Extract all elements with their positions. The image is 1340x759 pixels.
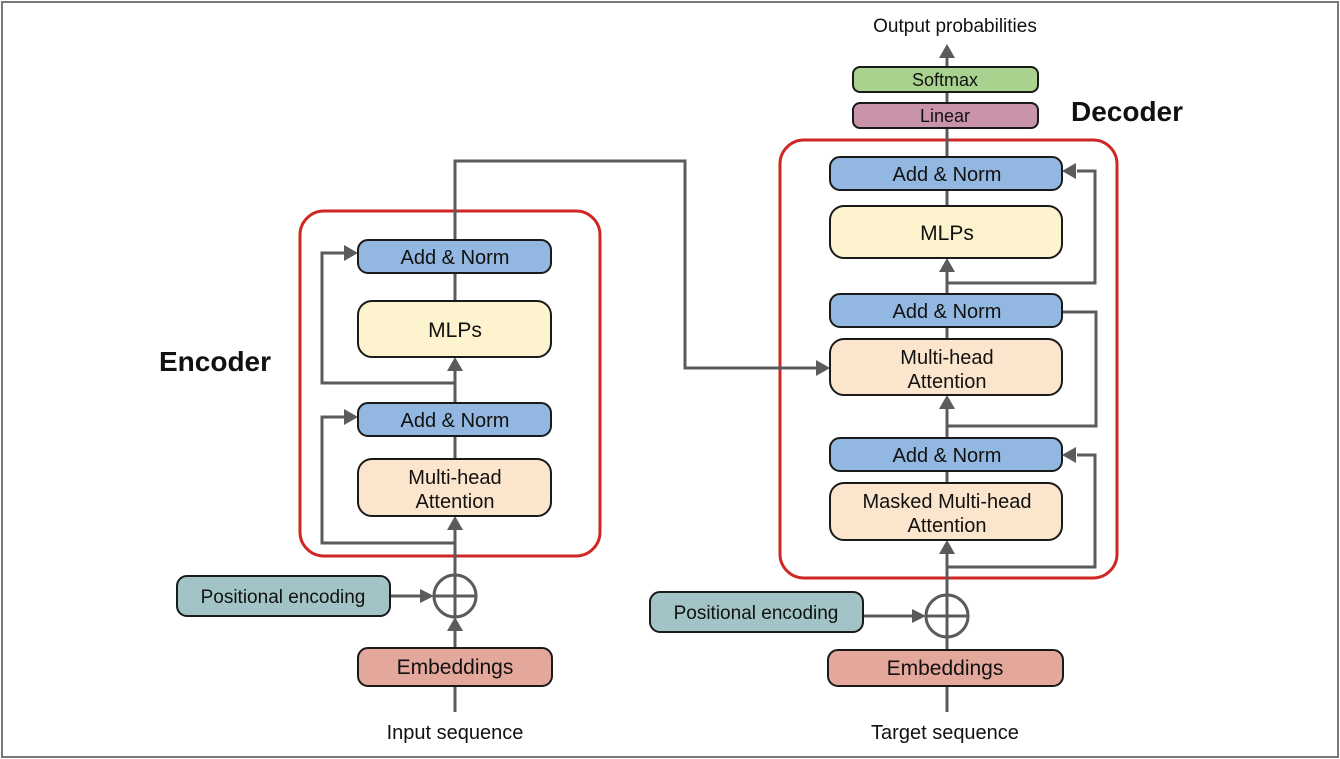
embeddings-box <box>357 647 553 687</box>
arrow-right-icon <box>912 609 926 623</box>
encoder-region-outline <box>298 209 602 558</box>
add-norm-box <box>357 402 552 437</box>
arrow-up-icon <box>939 395 955 409</box>
multi-head-attention-label-line1: Multi-head <box>900 347 993 369</box>
add-norm-box <box>357 239 552 274</box>
arrow-right-icon <box>344 245 358 261</box>
add-norm-label: Add & Norm <box>893 301 1002 323</box>
mlps-label: MLPs <box>428 319 482 342</box>
masked-multi-head-attention-label-line1: Masked Multi-head <box>863 491 1032 513</box>
masked-multi-head-attention-box <box>829 482 1063 541</box>
positional-encoding-label: Positional encoding <box>674 603 839 624</box>
arrow-up-icon <box>939 44 955 58</box>
softmax-box <box>852 66 1039 93</box>
embeddings-box <box>827 649 1064 687</box>
add-norm-label: Add & Norm <box>401 247 510 269</box>
decoder-residual-wire-top <box>947 169 1097 285</box>
target-sequence-label: Target sequence <box>871 722 1019 744</box>
arrow-left-icon <box>1062 447 1076 463</box>
arrow-up-icon <box>939 258 955 272</box>
linear-box <box>852 102 1039 129</box>
linear-label: Linear <box>920 106 970 126</box>
arrow-up-icon <box>447 516 463 530</box>
arrow-left-icon <box>1062 163 1076 179</box>
multi-head-attention-box <box>357 458 552 517</box>
wire-encoder-to-decoder <box>453 159 816 370</box>
embeddings-label: Embeddings <box>887 657 1004 680</box>
softmax-label: Softmax <box>912 70 978 90</box>
encoder-residual-wire-top <box>320 251 455 385</box>
add-norm-box <box>829 293 1063 328</box>
mlps-box <box>357 300 552 358</box>
arrow-up-icon <box>447 357 463 371</box>
add-norm-box <box>829 437 1063 472</box>
encoder-residual-wire-bottom <box>320 415 455 545</box>
add-norm-label: Add & Norm <box>893 164 1002 186</box>
decoder-residual-wire-bottom <box>947 453 1097 569</box>
arrow-right-icon <box>344 409 358 425</box>
add-norm-label: Add & Norm <box>401 410 510 432</box>
positional-encoding-box <box>649 591 864 633</box>
add-norm-label: Add & Norm <box>893 445 1002 467</box>
decoder-residual-wire-middle <box>947 310 1098 428</box>
multi-head-attention-label-line2: Attention <box>416 491 495 513</box>
multi-head-attention-box <box>829 338 1063 396</box>
positional-encoding-box <box>176 575 391 617</box>
mlps-box <box>829 205 1063 259</box>
arrow-up-icon <box>447 617 463 631</box>
decoder-title: Decoder <box>1071 96 1183 127</box>
arrow-up-icon <box>939 540 955 554</box>
masked-multi-head-attention-label-line2: Attention <box>908 515 987 537</box>
output-probabilities-label: Output probabilities <box>873 16 1037 37</box>
add-norm-box <box>829 156 1063 191</box>
mlps-label: MLPs <box>920 222 974 245</box>
encoder-title: Encoder <box>159 346 271 377</box>
plus-cross-icon <box>926 595 968 637</box>
arrow-right-icon <box>420 589 434 603</box>
plus-cross-icon <box>434 575 476 617</box>
input-sequence-label: Input sequence <box>387 722 524 744</box>
positional-encoding-label: Positional encoding <box>201 587 366 608</box>
multi-head-attention-label-line1: Multi-head <box>408 467 501 489</box>
arrow-right-icon <box>816 360 830 376</box>
embeddings-label: Embeddings <box>397 656 514 679</box>
multi-head-attention-label-line2: Attention <box>908 371 987 393</box>
